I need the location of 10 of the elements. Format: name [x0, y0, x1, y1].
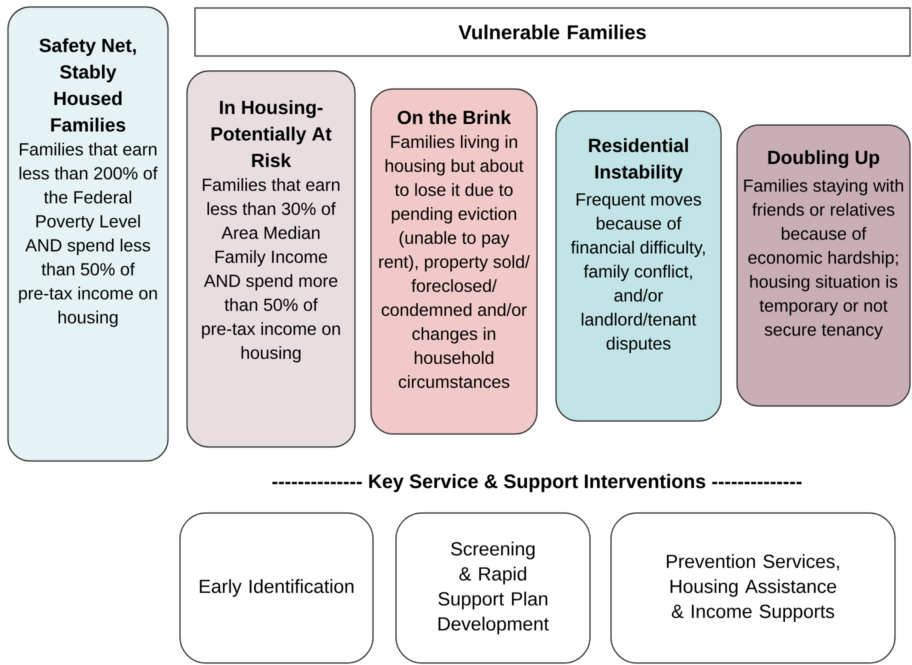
banner-box: Vulnerable Families	[194, 7, 911, 57]
category-box: Doubling Up Families staying with friends or relatives because of economic hardship; housing situation is temporary or not secure tenancy	[736, 124, 911, 407]
intervention-box: Prevention Services, Housing Assistance & Income Supports	[610, 512, 896, 664]
category-box: In Housing-Potentially At Risk Families that earn less than 30% of Area Median Family Income AND spend more than 50% of pre-tax income on housing	[186, 70, 356, 448]
category-box: Safety Net, Stably Housed Families Families that earn less than 200% of the Federal Poverty Level AND spend less than 50% of pre-tax income on housing	[7, 6, 169, 462]
section-heading: -------------- Key Service & Support Interventions --------------	[272, 474, 802, 492]
category-box: On the Brink Families living in housing but about to lose it due to pending eviction (unable to pay rent), property sold/ foreclosed/ condemned and/or changes in household circumstances	[370, 88, 538, 435]
category-box: Residential Instability Frequent moves because of financial difficulty, family conflict, and/or landlord/tenant disputes	[555, 110, 722, 422]
intervention-box: Screening & Rapid Support Plan Development	[395, 512, 591, 664]
intervention-box: Early Identification	[179, 512, 374, 664]
